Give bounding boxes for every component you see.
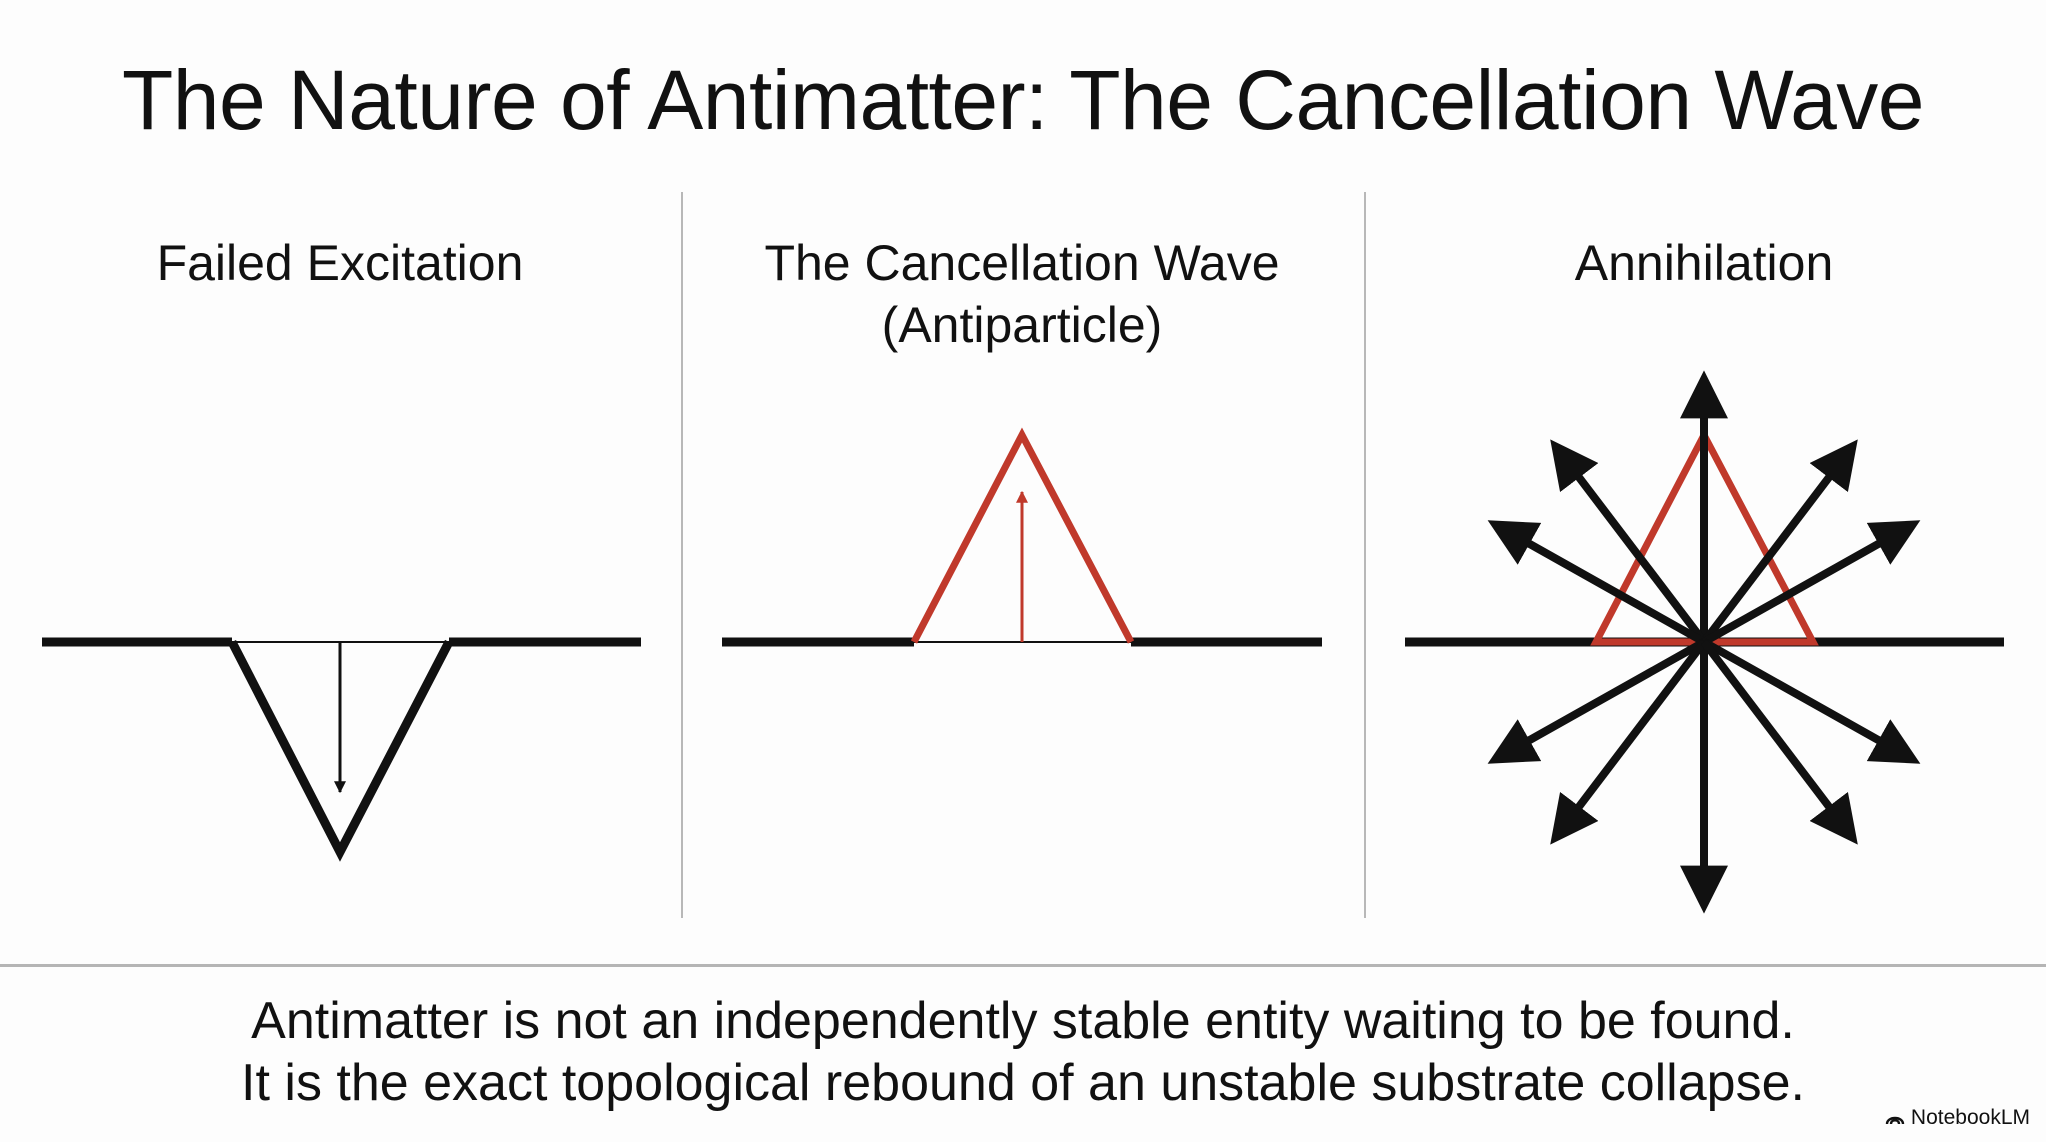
burst-arrow-icon [1700,639,1858,845]
rebound-peak [910,427,1135,644]
caption-line1: Antimatter is not an independently stabl… [251,992,1795,1050]
annihilation-diagram [1405,370,2004,914]
burst-arrow-icon [1550,439,1708,645]
burst-arrow-icon [1487,520,1706,646]
cancellation-wave-diagram [722,427,1322,647]
panel-title-line2: (Antiparticle) [881,297,1163,353]
panel-title-failed-excitation: Failed Excitation [0,232,680,294]
caption-divider [0,964,2046,967]
panel-title-line1: The Cancellation Wave [764,235,1280,291]
burst-arrow-icon [1487,638,1706,764]
burst-arrow-icon [1550,639,1708,845]
burst-arrow-icon [1702,520,1921,646]
burst-arrow-icon [1702,638,1921,764]
failed-excitation-diagram [42,637,641,862]
panel-divider-left [681,192,683,918]
panel-title-annihilation: Annihilation [1364,232,2044,294]
panel-title-line1: Failed Excitation [156,235,524,291]
panel-title-cancellation-wave: The Cancellation Wave (Antiparticle) [682,232,1362,356]
collapse-trough [227,639,453,862]
panel-title-line1: Annihilation [1574,235,1834,291]
brand-name: NotebookLM [1910,1106,2030,1129]
burst-arrow-icon [1700,439,1858,645]
caption: Antimatter is not an independently stabl… [0,990,2046,1114]
notebooklm-logo-icon [1885,1116,1905,1125]
brand-watermark: NotebookLM [1885,1106,2030,1130]
page-title: The Nature of Antimatter: The Cancellati… [121,53,1925,147]
panel-divider-right [1364,192,1366,918]
burst-arrows [1487,370,1921,914]
caption-line2: It is the exact topological rebound of a… [241,1054,1805,1112]
